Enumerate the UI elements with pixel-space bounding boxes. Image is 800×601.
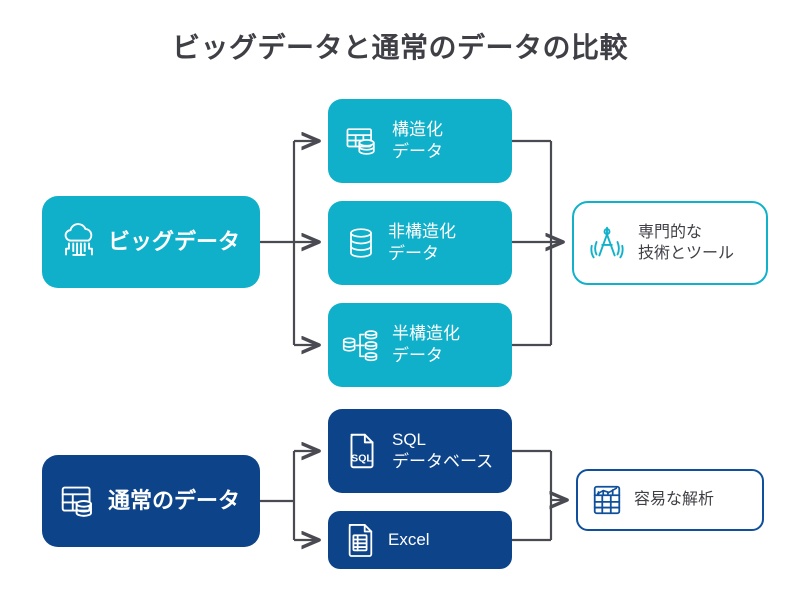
node-label: SQL データベース <box>392 429 494 471</box>
node-label: 非構造化 データ <box>388 221 456 263</box>
compass-tools-icon <box>586 221 628 265</box>
node-semi-structured-data[interactable]: 半構造化 データ <box>328 303 512 387</box>
node-specialized-tools[interactable]: 専門的な 技術とツール <box>572 201 768 285</box>
node-normal-data[interactable]: 通常のデータ <box>42 455 260 547</box>
structured-data-icon <box>342 121 382 161</box>
unstructured-data-icon <box>344 223 378 263</box>
sql-file-icon: SQL <box>342 429 382 473</box>
node-label: 半構造化 データ <box>392 323 460 365</box>
connector-normaldata-fanout <box>260 451 318 540</box>
node-label: 容易な解析 <box>634 491 715 509</box>
page-title: ビッグデータと通常のデータの比較 <box>171 32 628 63</box>
node-sql-database[interactable]: SQL SQL データベース <box>328 409 512 493</box>
node-label: ビッグデータ <box>108 229 241 255</box>
semi-structured-data-icon <box>340 325 382 365</box>
spreadsheet-chart-icon <box>590 482 624 518</box>
node-easy-analysis[interactable]: 容易な解析 <box>576 469 764 531</box>
node-big-data[interactable]: ビッグデータ <box>42 196 260 288</box>
node-unstructured-data[interactable]: 非構造化 データ <box>328 201 512 285</box>
connector-bigdata-fanout <box>260 141 318 345</box>
svg-text:SQL: SQL <box>351 453 373 465</box>
node-label: 通常のデータ <box>108 488 241 514</box>
node-label: 専門的な 技術とツール <box>638 223 735 262</box>
connector-normaldata-fanin <box>512 449 566 542</box>
node-label: Excel <box>388 529 430 549</box>
node-structured-data[interactable]: 構造化 データ <box>328 99 512 183</box>
node-excel[interactable]: Excel <box>328 511 512 569</box>
cloud-data-icon <box>56 219 102 265</box>
node-label: 構造化 データ <box>392 119 443 161</box>
excel-file-icon <box>344 521 376 559</box>
table-database-icon <box>56 478 102 524</box>
connector-bigdata-fanin <box>512 139 562 347</box>
